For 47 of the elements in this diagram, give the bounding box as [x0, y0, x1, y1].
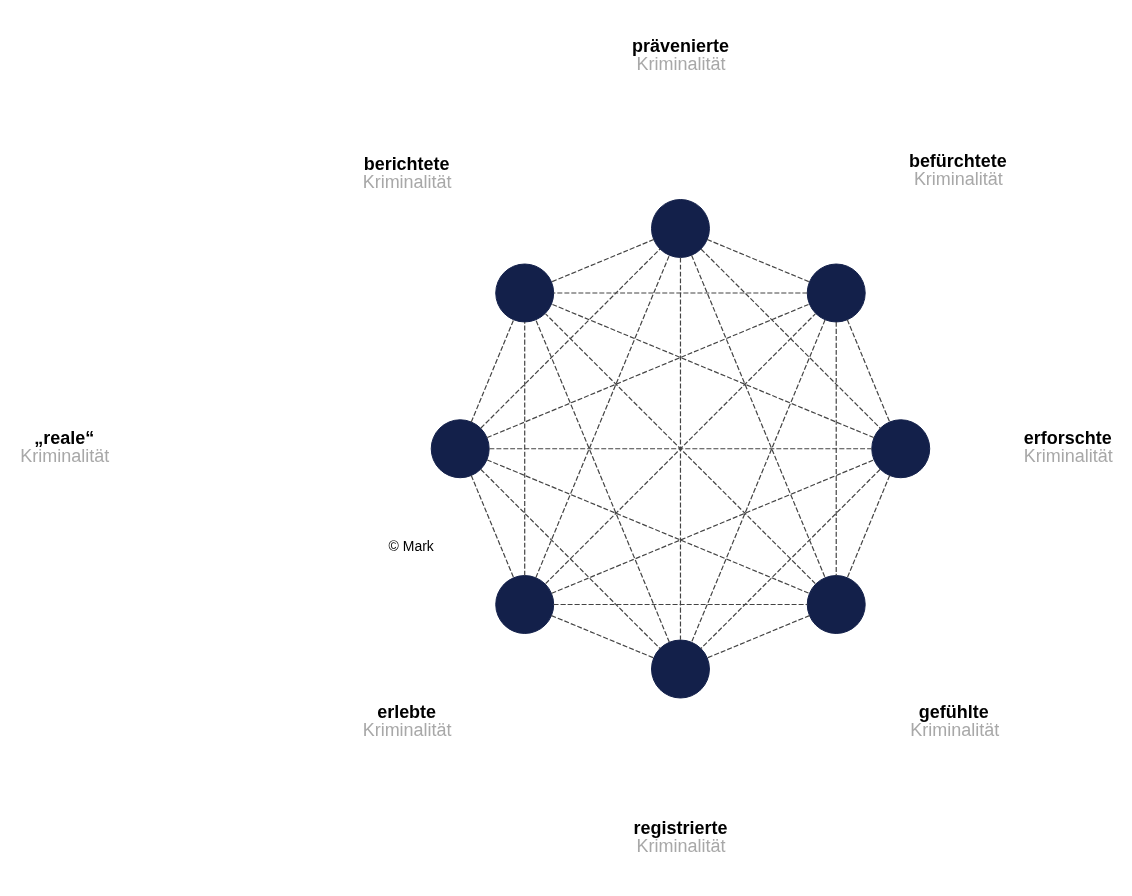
- connector: [691, 254, 826, 579]
- connector: [551, 459, 875, 594]
- node-label: befürchtete: [908, 150, 1007, 171]
- connector: [706, 615, 811, 659]
- connector: [470, 319, 515, 423]
- node-label: „reale“: [34, 428, 95, 449]
- label: © Mark: [388, 538, 434, 555]
- node-label: gefühlte: [918, 702, 989, 723]
- node-circle: [871, 419, 931, 479]
- connector: [846, 474, 891, 579]
- connector: [553, 603, 808, 606]
- connector: [535, 319, 670, 643]
- connector: [846, 319, 891, 423]
- node-label: erforschte: [1023, 428, 1112, 449]
- connector: [679, 257, 682, 641]
- connector: [550, 303, 875, 439]
- connector: [690, 319, 826, 643]
- node-circle: [806, 575, 866, 634]
- node-circle: [651, 639, 710, 699]
- connector: [470, 474, 515, 579]
- node-label: Kriminalität: [913, 168, 1003, 189]
- node-circle: [806, 263, 866, 323]
- node-label: Kriminalität: [1023, 446, 1113, 467]
- connector: [486, 459, 811, 594]
- node-label: Kriminalität: [362, 172, 452, 193]
- connector: [553, 292, 808, 294]
- connector: [700, 468, 881, 650]
- connector: [551, 238, 655, 283]
- node-label: Kriminalität: [636, 54, 726, 75]
- connector: [550, 615, 655, 659]
- node-circle: [651, 199, 710, 258]
- connector: [480, 468, 661, 650]
- node-label: Kriminalität: [20, 446, 110, 467]
- node-circle: [495, 263, 555, 323]
- connector: [706, 238, 810, 283]
- connector: [488, 448, 873, 450]
- node-label: prävenierte: [632, 36, 729, 57]
- connector: [524, 321, 526, 577]
- node-circle: [495, 575, 555, 634]
- connector: [700, 248, 881, 429]
- node-circle: [430, 419, 490, 479]
- connector: [835, 321, 837, 577]
- connector: [480, 248, 661, 429]
- connector: [486, 303, 811, 439]
- node-label: berichtete: [363, 154, 450, 175]
- connector: [535, 254, 670, 579]
- node-label: registrierte: [633, 818, 728, 839]
